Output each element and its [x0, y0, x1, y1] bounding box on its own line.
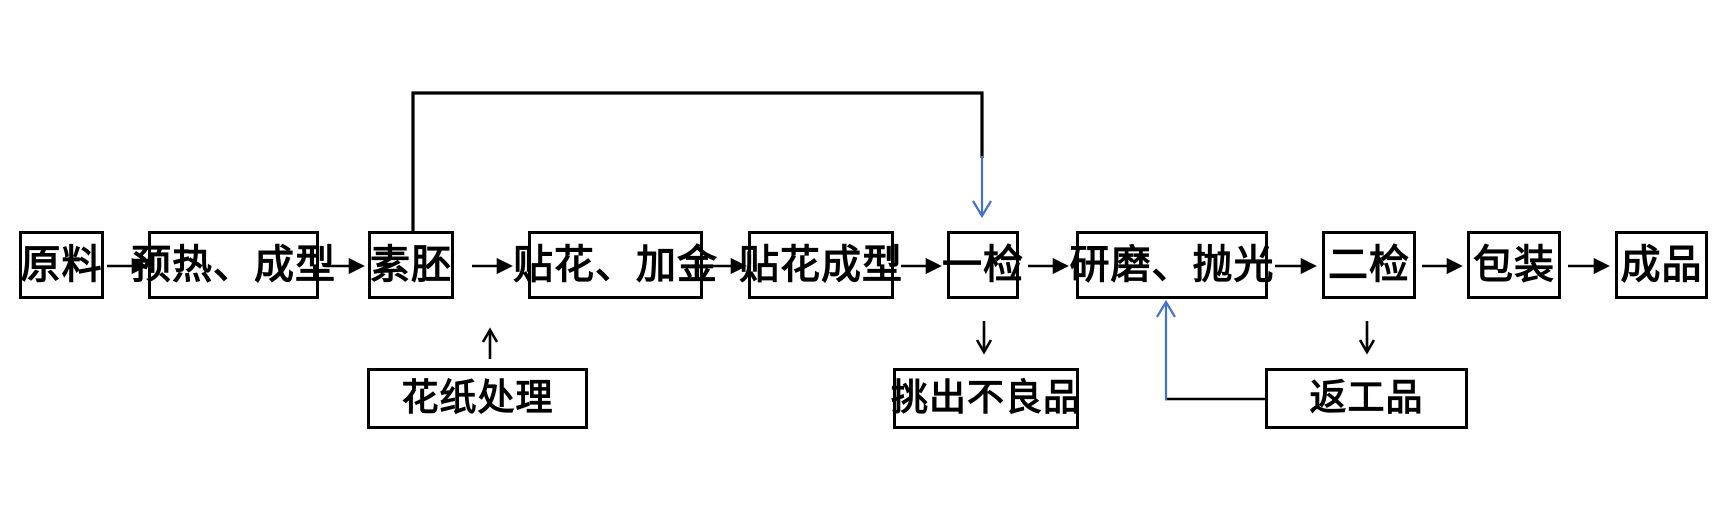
node-decal-gilding: 贴花、加金 — [513, 231, 717, 299]
node-raw-material: 原料 — [19, 231, 104, 299]
node-decal-paper-processing: 花纸处理 — [367, 368, 588, 429]
arrow-first-inspection-down — [975, 321, 993, 355]
connector-bisque-top-to-first-inspection — [411, 91, 992, 233]
arrow-packaging-to-finished — [1568, 257, 1610, 275]
node-second-inspection: 二检 — [1322, 231, 1416, 299]
arrow-decal-to-decalforming — [706, 257, 747, 275]
node-preheat-forming: 预热、成型 — [131, 231, 335, 299]
node-bisque: 素胚 — [368, 231, 454, 299]
arrow-raw-to-preheat — [107, 257, 148, 275]
arrow-preheat-to-bisque — [324, 257, 365, 275]
arrow-bisque-to-decal — [472, 257, 513, 275]
node-packaging: 包装 — [1467, 231, 1561, 299]
node-finished-product: 成品 — [1615, 231, 1708, 299]
connector-rework-to-grinding — [1156, 299, 1265, 401]
arrow-second-inspection-to-packaging — [1422, 257, 1463, 275]
node-first-inspection: 一检 — [942, 231, 1023, 299]
node-decal-forming: 贴花成型 — [739, 231, 902, 299]
arrow-first-inspection-to-grinding — [1028, 257, 1069, 275]
node-grinding-polishing: 研磨、抛光 — [1070, 231, 1274, 299]
arrow-grinding-to-second-inspection — [1275, 257, 1317, 275]
arrow-second-inspection-down — [1358, 321, 1376, 355]
arrow-decalforming-to-first-inspection — [901, 257, 942, 275]
node-pick-out-defectives: 挑出不良品 — [891, 368, 1080, 429]
node-rework-product: 返工品 — [1265, 368, 1468, 429]
arrow-decal-paper-up — [481, 327, 499, 359]
